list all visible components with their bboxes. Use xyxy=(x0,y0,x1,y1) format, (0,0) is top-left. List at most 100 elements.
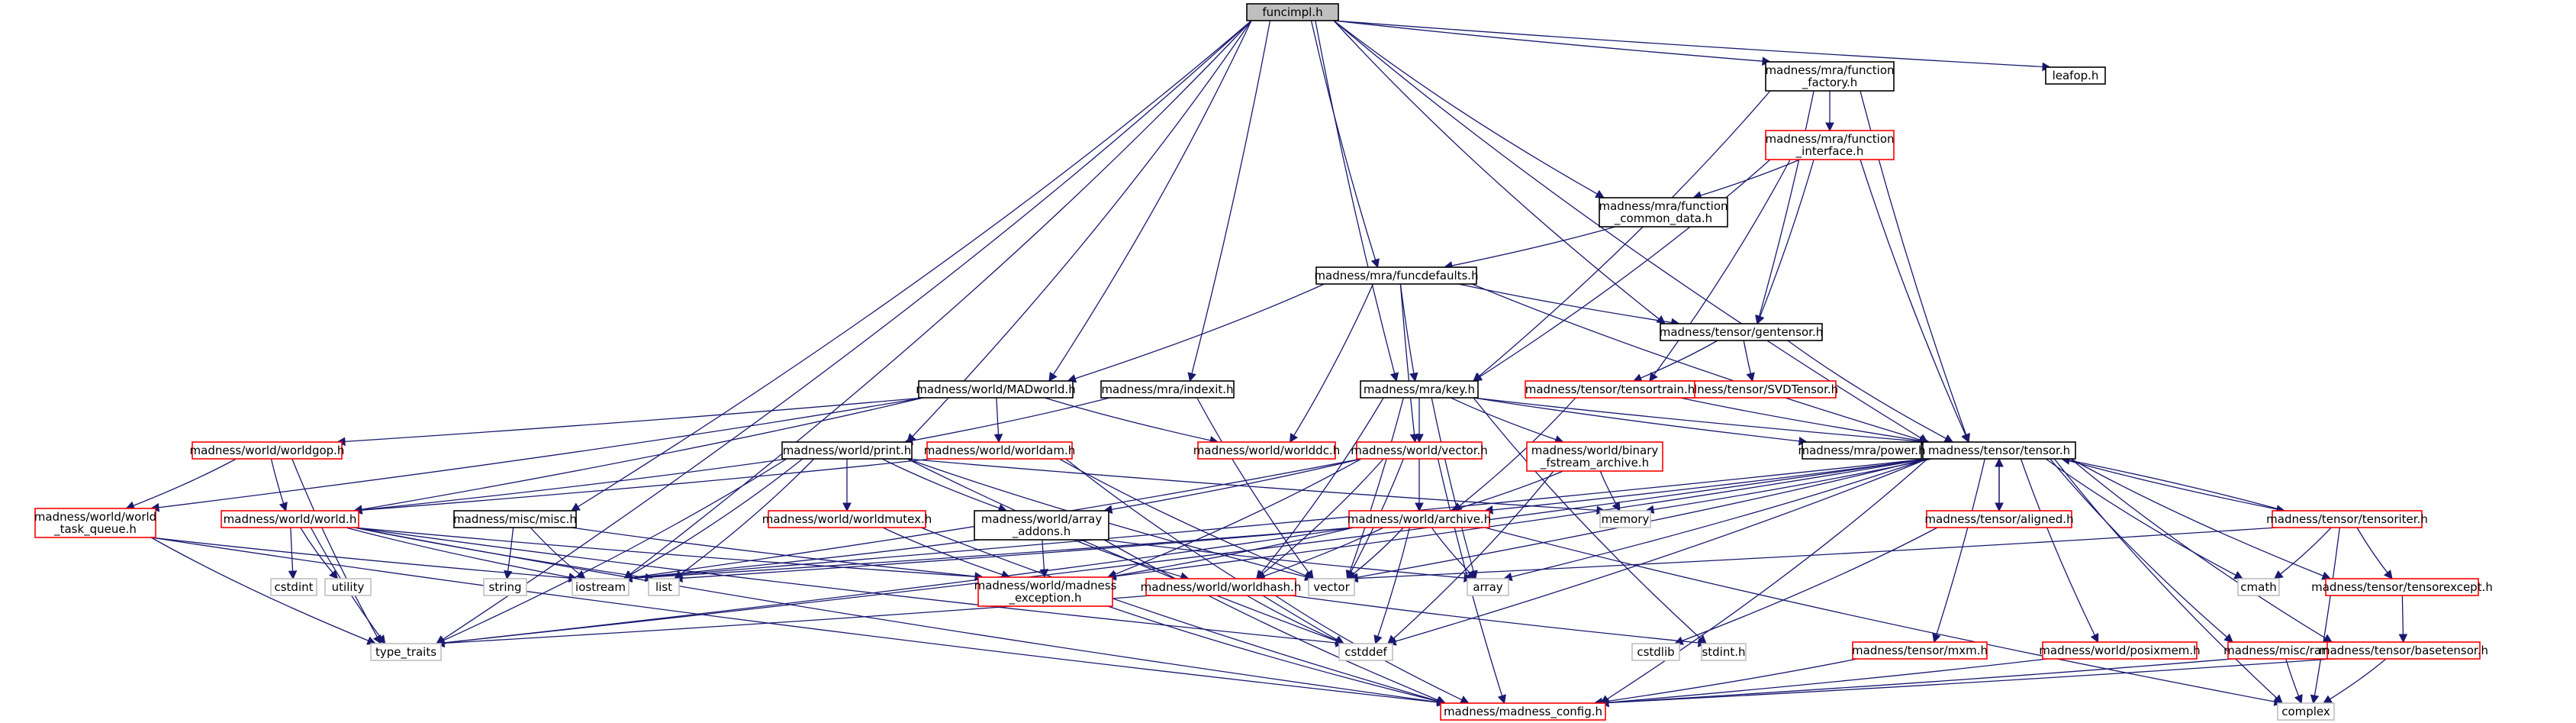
node-label-madness_exception: _exception.h xyxy=(1008,591,1081,605)
node-svdtensor[interactable]: madness/tensor/SVDTensor.h xyxy=(1672,380,1838,399)
edge-madworld-to-worldddc xyxy=(1044,397,1219,445)
node-box-world_h xyxy=(221,510,359,528)
edge-funcdefaults-to-vector_h xyxy=(1399,283,1419,444)
node-archive[interactable]: madness/world/archive.h xyxy=(1348,510,1491,528)
edge-world_h-to-cstdint xyxy=(288,527,298,580)
node-world_h[interactable]: madness/world/world.h xyxy=(221,510,359,528)
node-label-funcimpl: funcimpl.h xyxy=(1262,5,1322,19)
edge-tensor-to-complex xyxy=(2053,458,2283,704)
edge-worldgop-to-world_h xyxy=(270,458,288,512)
edge-print-to-list xyxy=(674,458,815,579)
node-box-gentensor xyxy=(1660,323,1823,341)
node-label-binary_fstream: madness/world/binary xyxy=(1531,444,1659,457)
edge-archive-to-worldhash xyxy=(1255,527,1384,581)
node-label-gentensor: madness/tensor/gentensor.h xyxy=(1660,325,1824,339)
node-label-funcdefaults: madness/mra/funcdefaults.h xyxy=(1314,269,1478,282)
node-misc[interactable]: madness/misc/misc.h xyxy=(453,510,577,528)
edge-funcdefaults-to-madworld xyxy=(1067,283,1325,383)
node-tensor[interactable]: madness/tensor/tensor.h xyxy=(1922,441,2076,460)
node-label-aligned: madness/tensor/aligned.h xyxy=(1924,512,2073,526)
node-array_addons[interactable]: madness/world/array_addons.h xyxy=(974,510,1109,541)
node-tensortrain[interactable]: madness/tensor/tensortrain.h xyxy=(1525,380,1695,399)
node-posixmem[interactable]: madness/world/posixmem.h xyxy=(2039,641,2201,660)
node-function_factory[interactable]: madness/mra/function_factory.h xyxy=(1765,61,1895,92)
node-indexit[interactable]: madness/mra/indexit.h xyxy=(1100,380,1235,399)
edge-funcimpl-to-function_factory xyxy=(1333,20,1772,66)
node-basetensor[interactable]: madness/tensor/basetensor.h xyxy=(2319,641,2488,660)
node-key[interactable]: madness/mra/key.h xyxy=(1360,380,1479,399)
edge-tensoriter-to-tensorexcept xyxy=(2356,527,2393,579)
node-aligned[interactable]: madness/tensor/aligned.h xyxy=(1924,510,2074,528)
node-box-leafop xyxy=(2045,66,2106,85)
node-array: array xyxy=(1467,578,1509,596)
node-print[interactable]: madness/world/print.h xyxy=(781,441,913,460)
edge-world_h-to-iostream xyxy=(346,527,578,582)
node-worldgop[interactable]: madness/world/worldgop.h xyxy=(190,441,345,460)
node-function_interface[interactable]: madness/mra/function_interface.h xyxy=(1765,130,1895,160)
edge-key-to-array xyxy=(1431,397,1478,580)
node-worldmutex[interactable]: madness/world/worldmutex.h xyxy=(762,510,932,528)
edge-archive-to-array xyxy=(1431,527,1476,579)
edge-vector_h-to-madness_exception xyxy=(1106,458,1362,579)
edge-tensor-to-tensorexcept xyxy=(2070,458,2332,580)
edge-binary_fstream-to-cstddef xyxy=(1387,470,1554,644)
node-worldhash[interactable]: madness/world/worldhash.h xyxy=(1141,578,1302,596)
edge-madworld-to-worldam xyxy=(993,397,1003,444)
node-label-cstdlib: cstdlib xyxy=(1637,645,1674,659)
edge-tensor-to-cstddef xyxy=(1386,458,1928,646)
node-label-power: madness/mra/power.h xyxy=(1798,444,1925,457)
node-label-madworld: madness/world/MADworld.h xyxy=(916,382,1075,396)
edge-funcimpl-to-funcdefaults xyxy=(1310,20,1380,269)
node-box-stdint xyxy=(1701,643,1747,661)
edge-tensor-to-ran xyxy=(2050,458,2233,643)
node-binary_fstream[interactable]: madness/world/binary_fstream_archive.h xyxy=(1526,441,1663,472)
edge-tensor-to-type_traits xyxy=(435,458,1928,647)
node-tensorexcept[interactable]: madness/tensor/tensorexcept.h xyxy=(2311,578,2493,596)
node-ran[interactable]: madness/misc/ran.h xyxy=(2223,641,2339,660)
node-label-mxm: madness/tensor/mxm.h xyxy=(1852,644,1988,657)
edge-tensor-to-madness_exception xyxy=(1106,458,1928,581)
edge-tensor-to-archive xyxy=(1483,458,1928,515)
node-function_common_data[interactable]: madness/mra/function_common_data.h xyxy=(1599,197,1728,228)
node-label-worldhash: madness/world/worldhash.h xyxy=(1141,580,1302,594)
edge-mxm-to-madness_config xyxy=(1593,658,1858,707)
node-leafop[interactable]: leafop.h xyxy=(2045,66,2106,85)
node-worldddc[interactable]: madness/world/worlddc.h xyxy=(1193,441,1340,460)
node-box-funcdefaults xyxy=(1315,266,1477,285)
node-worldam[interactable]: madness/world/worldam.h xyxy=(924,441,1075,460)
node-gentensor[interactable]: madness/tensor/gentensor.h xyxy=(1660,323,1824,341)
node-funcdefaults[interactable]: madness/mra/funcdefaults.h xyxy=(1314,266,1479,285)
node-madness_exception[interactable]: madness/world/madness_exception.h xyxy=(974,576,1117,607)
edge-posixmem-to-madness_config xyxy=(1599,658,2048,707)
edge-worldgop-to-world_task_queue xyxy=(125,458,237,510)
node-label-function_common_data: _common_data.h xyxy=(1614,211,1712,226)
node-box-posixmem xyxy=(2042,641,2198,660)
node-label-memory: memory xyxy=(1602,512,1650,526)
node-label-misc: madness/misc/misc.h xyxy=(453,512,577,526)
node-label-madness_exception: madness/world/madness xyxy=(974,579,1117,592)
edge-funcimpl-to-print xyxy=(906,20,1252,443)
node-utility: utility xyxy=(324,578,372,596)
node-madness_config[interactable]: madness/madness_config.h xyxy=(1440,702,1606,721)
edge-funcimpl-to-indexit xyxy=(1187,20,1271,382)
node-power[interactable]: madness/mra/power.h xyxy=(1798,441,1926,460)
node-label-binary_fstream: _fstream_archive.h xyxy=(1540,456,1649,470)
node-world_task_queue[interactable]: madness/world/world_task_queue.h xyxy=(34,508,156,538)
node-tensoriter[interactable]: madness/tensor/tensoriter.h xyxy=(2266,510,2428,528)
node-label-key: madness/mra/key.h xyxy=(1364,382,1475,396)
node-cstdint: cstdint xyxy=(270,578,317,596)
edge-funcdefaults-to-gentensor xyxy=(1458,283,1680,328)
node-box-key xyxy=(1360,380,1479,399)
edge-key-to-vector xyxy=(1345,397,1404,580)
edge-function_factory-to-key xyxy=(1473,90,1771,382)
edge-tensoriter-to-tensor xyxy=(2060,456,2285,512)
node-madworld[interactable]: madness/world/MADworld.h xyxy=(916,380,1076,399)
node-funcimpl[interactable]: funcimpl.h xyxy=(1246,3,1339,21)
node-cstddef: cstddef xyxy=(1338,643,1393,661)
edge-tensoriter-to-complex xyxy=(2310,527,2340,705)
node-box-madness_exception xyxy=(977,576,1113,607)
edge-function_interface-to-tensor xyxy=(1860,159,1970,444)
edge-world_h-to-madness_config xyxy=(353,527,1447,707)
node-vector_h[interactable]: madness/world/vector.h xyxy=(1351,441,1488,460)
node-mxm[interactable]: madness/tensor/mxm.h xyxy=(1852,641,1988,660)
